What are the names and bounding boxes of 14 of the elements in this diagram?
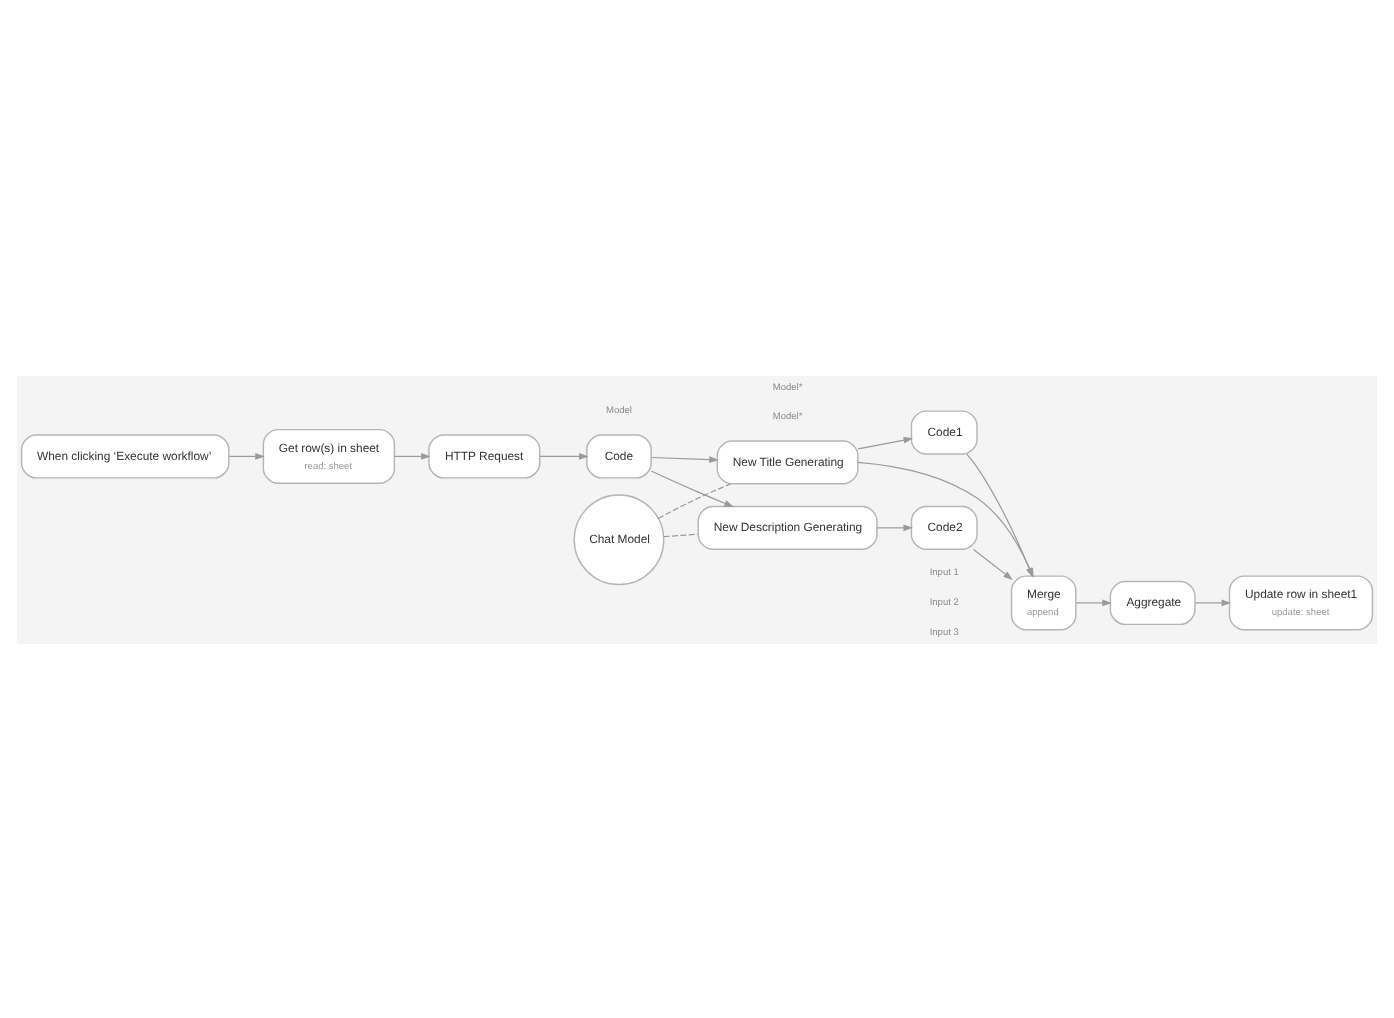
- arrow: [857, 435, 914, 449]
- arrow: [650, 455, 719, 462]
- arrow: [966, 452, 1033, 577]
- arrow: [876, 523, 913, 531]
- arrow: [539, 452, 589, 459]
- connector: [657, 482, 732, 518]
- arrow: [972, 547, 1013, 579]
- arrow: [393, 452, 431, 459]
- arrow: [1194, 598, 1232, 606]
- arrow: [228, 452, 265, 459]
- arrow: [650, 469, 734, 506]
- connector: [663, 532, 699, 537]
- arrow: [857, 460, 1034, 577]
- arrow: [1075, 598, 1112, 606]
